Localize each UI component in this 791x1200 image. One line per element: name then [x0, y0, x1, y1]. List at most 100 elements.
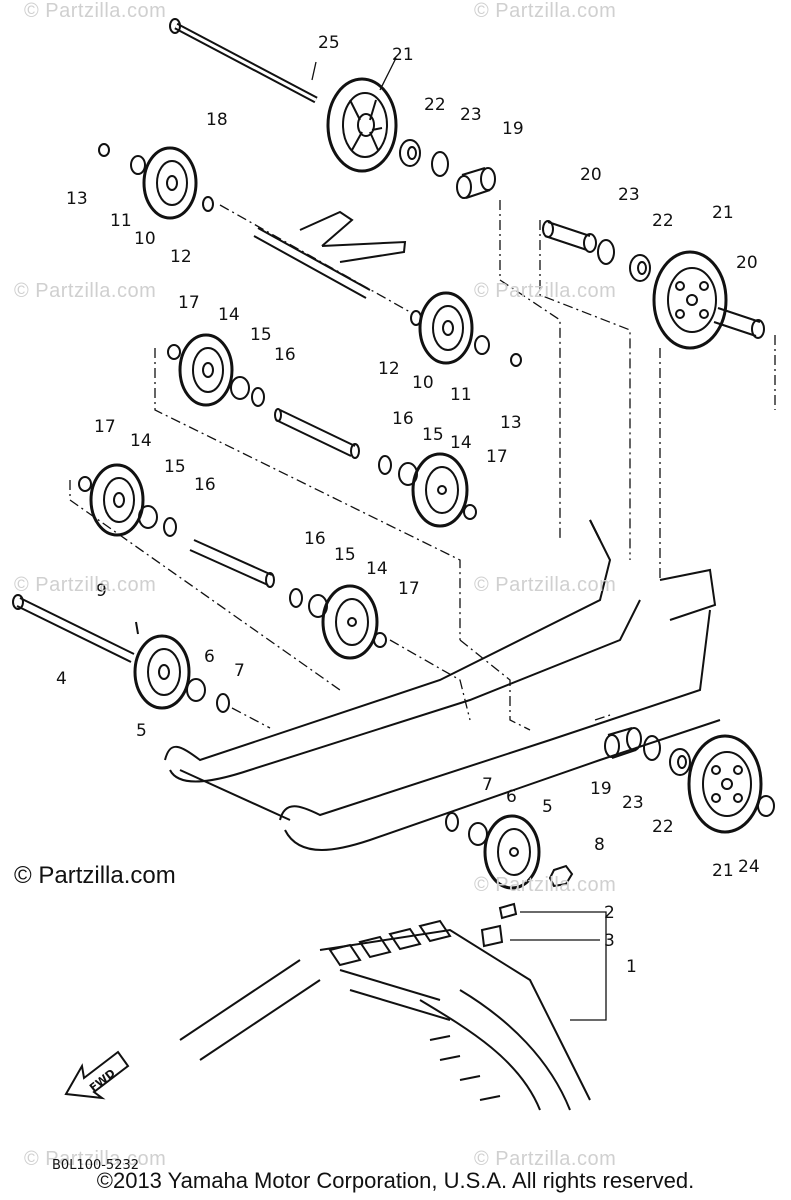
callout-14[interactable]: 14	[130, 431, 152, 451]
bearing-11-right[interactable]	[474, 335, 490, 355]
axle-row3[interactable]	[189, 539, 275, 588]
callout-17[interactable]: 17	[398, 579, 420, 599]
bearing-15-row2-left[interactable]	[230, 376, 250, 400]
callout-15[interactable]: 15	[250, 325, 272, 345]
callout-7[interactable]: 7	[482, 775, 493, 795]
callout-23[interactable]: 23	[618, 185, 640, 205]
ring-23-upper[interactable]	[597, 239, 615, 265]
callout-1[interactable]: 1	[626, 957, 637, 977]
nut-8[interactable]	[548, 864, 574, 888]
callout-14[interactable]: 14	[450, 433, 472, 453]
callout-9[interactable]: 9	[96, 581, 107, 601]
callout-16[interactable]: 16	[304, 529, 326, 549]
collar-20-upper[interactable]	[542, 220, 597, 253]
callout-14[interactable]: 14	[366, 559, 388, 579]
shaft-18[interactable]	[169, 18, 318, 104]
ring-16-row2-left[interactable]	[251, 387, 265, 407]
bearing-11-left[interactable]	[130, 155, 146, 175]
bearing-6-lower[interactable]	[468, 822, 488, 846]
callout-12[interactable]: 12	[378, 359, 400, 379]
nut-17-row3-left[interactable]	[78, 476, 92, 492]
washer-12-left[interactable]	[202, 196, 214, 212]
callout-10[interactable]: 10	[134, 229, 156, 249]
shaft-4[interactable]	[12, 594, 135, 663]
bearing-22-lower[interactable]	[669, 748, 691, 776]
bearing-22-upper[interactable]	[629, 254, 651, 282]
callout-2[interactable]: 2	[604, 903, 615, 923]
center-arm[interactable]	[253, 210, 407, 299]
callout-21[interactable]: 21	[712, 861, 734, 881]
callout-17[interactable]: 17	[178, 293, 200, 313]
wheel-5-left[interactable]	[133, 634, 191, 710]
bolt-9[interactable]	[135, 621, 139, 635]
ring-7-lower[interactable]	[445, 812, 459, 832]
bearing-15-row3-left[interactable]	[138, 505, 158, 529]
idler-wheel-21-lower[interactable]	[687, 734, 763, 834]
wheel-14-row2-left[interactable]	[178, 333, 234, 407]
callout-3[interactable]: 3	[604, 931, 615, 951]
callout-20[interactable]: 20	[736, 253, 758, 273]
slide-rail-frame[interactable]	[164, 519, 721, 851]
callout-5[interactable]: 5	[136, 721, 147, 741]
callout-21[interactable]: 21	[392, 45, 414, 65]
callout-24[interactable]: 24	[738, 857, 760, 877]
callout-25[interactable]: 25	[318, 33, 340, 53]
nut-17-row2-right[interactable]	[463, 504, 477, 520]
bearing-6-left[interactable]	[186, 678, 206, 702]
callout-6[interactable]: 6	[506, 787, 517, 807]
callout-23[interactable]: 23	[622, 793, 644, 813]
clip-3[interactable]	[480, 924, 504, 948]
idler-wheel-21-top[interactable]	[326, 77, 398, 173]
callout-14[interactable]: 14	[218, 305, 240, 325]
collar-20-lower[interactable]	[713, 307, 765, 339]
callout-13[interactable]: 13	[66, 189, 88, 209]
axle-row2[interactable]	[274, 408, 360, 459]
ring-7-left[interactable]	[216, 693, 230, 713]
wheel-5-lower[interactable]	[483, 814, 541, 890]
callout-21[interactable]: 21	[712, 203, 734, 223]
washer-13-left[interactable]	[98, 143, 110, 157]
wheel-10-left[interactable]	[142, 146, 198, 220]
callout-15[interactable]: 15	[164, 457, 186, 477]
ring-16-row3-left[interactable]	[163, 517, 177, 537]
callout-16[interactable]: 16	[194, 475, 216, 495]
callout-4[interactable]: 4	[56, 669, 67, 689]
collar-19-top[interactable]	[456, 167, 496, 199]
drive-track-1[interactable]	[179, 919, 591, 1111]
wheel-10-right[interactable]	[418, 291, 474, 365]
callout-5[interactable]: 5	[542, 797, 553, 817]
callout-15[interactable]: 15	[422, 425, 444, 445]
washer-12-right[interactable]	[410, 310, 422, 326]
callout-17[interactable]: 17	[486, 447, 508, 467]
callout-20[interactable]: 20	[580, 165, 602, 185]
callout-12[interactable]: 12	[170, 247, 192, 267]
nut-17-row2-left[interactable]	[167, 344, 181, 360]
collar-19-lower[interactable]	[604, 727, 642, 759]
ring-16-row2-right[interactable]	[378, 455, 392, 475]
ring-23-lower[interactable]	[643, 735, 661, 761]
wheel-14-row3-right[interactable]	[321, 584, 379, 660]
callout-6[interactable]: 6	[204, 647, 215, 667]
ring-23-top[interactable]	[431, 151, 449, 177]
callout-19[interactable]: 19	[502, 119, 524, 139]
callout-19[interactable]: 19	[590, 779, 612, 799]
wheel-14-row3-left[interactable]	[89, 463, 145, 537]
washer-13-right[interactable]	[510, 353, 522, 367]
callout-22[interactable]: 22	[652, 211, 674, 231]
callout-7[interactable]: 7	[234, 661, 245, 681]
ring-16-row3-right[interactable]	[289, 588, 303, 608]
wheel-14-row2-right[interactable]	[411, 452, 469, 528]
nut-17-row3-right[interactable]	[373, 632, 387, 648]
callout-23[interactable]: 23	[460, 105, 482, 125]
callout-16[interactable]: 16	[274, 345, 296, 365]
callout-11[interactable]: 11	[450, 385, 472, 405]
callout-22[interactable]: 22	[424, 95, 446, 115]
callout-15[interactable]: 15	[334, 545, 356, 565]
bearing-22-top[interactable]	[399, 139, 421, 167]
cap-24[interactable]	[757, 795, 775, 817]
callout-17[interactable]: 17	[94, 417, 116, 437]
callout-8[interactable]: 8	[594, 835, 605, 855]
clip-2[interactable]	[498, 902, 518, 920]
callout-13[interactable]: 13	[500, 413, 522, 433]
callout-16[interactable]: 16	[392, 409, 414, 429]
